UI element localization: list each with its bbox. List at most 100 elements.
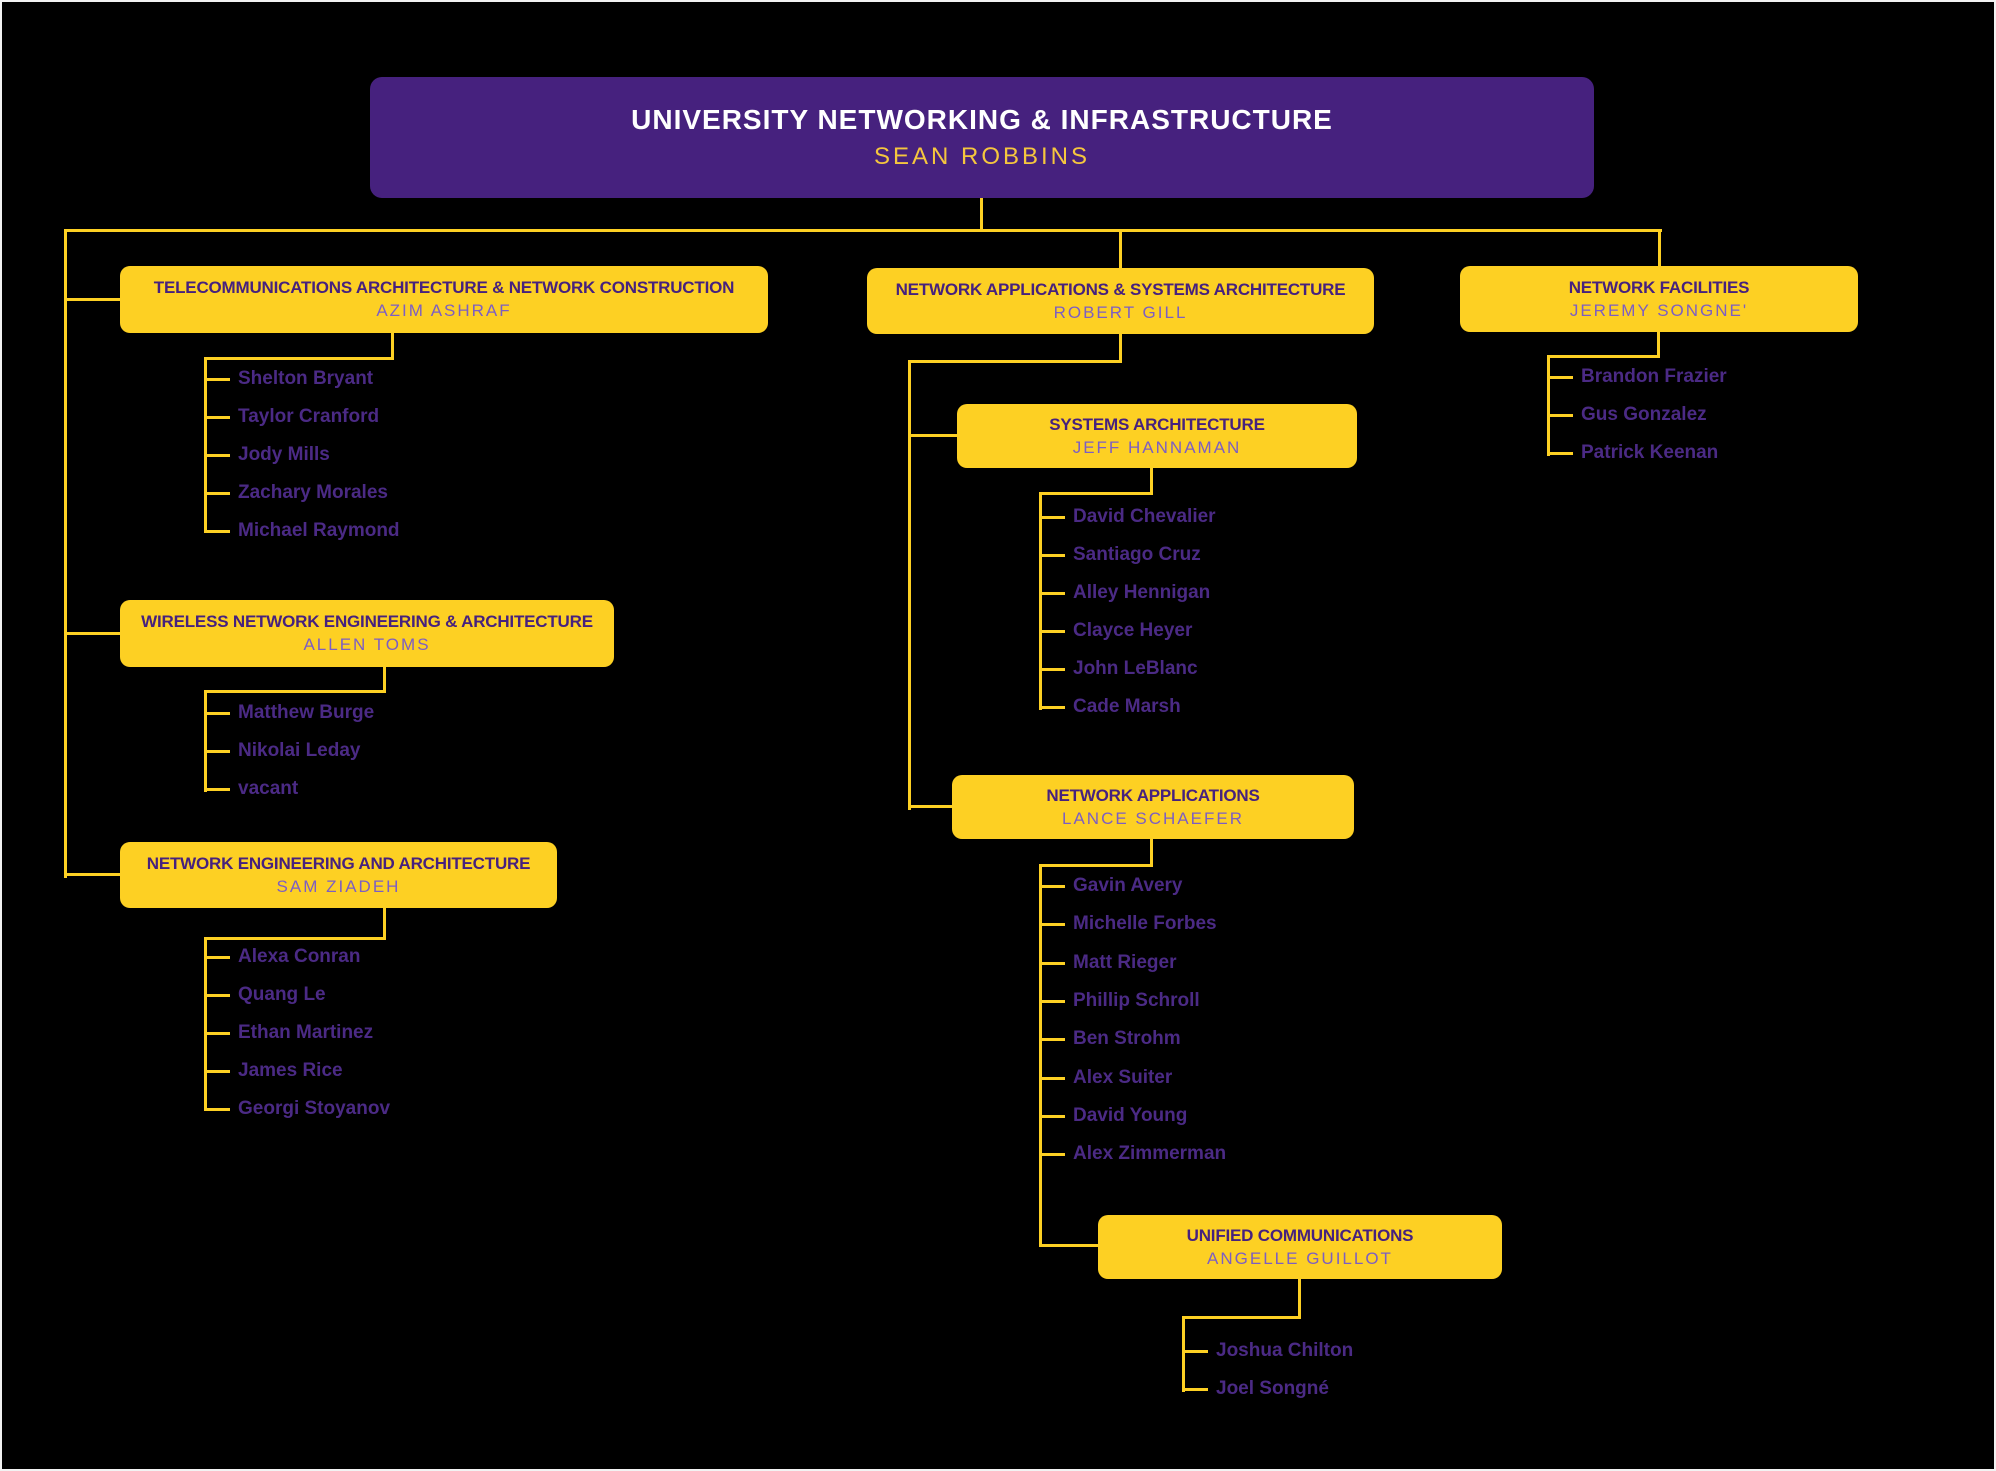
- member-name: Gus Gonzalez: [1581, 404, 1707, 425]
- connector-line: [383, 908, 386, 940]
- dept-box-telecom: TELECOMMUNICATIONS ARCHITECTURE & NETWOR…: [120, 266, 768, 333]
- dept-box-facilities: NETWORK FACILITIES JEREMY SONGNE': [1460, 266, 1858, 332]
- connector-line: [204, 937, 207, 1111]
- member-name: Patrick Keenan: [1581, 442, 1719, 463]
- member-name: Michael Raymond: [238, 520, 400, 541]
- member-name: Michelle Forbes: [1073, 913, 1217, 934]
- member-row: Alex Zimmerman: [1039, 1135, 1226, 1173]
- connector-line: [1182, 1316, 1301, 1319]
- connector-stub: [204, 1069, 230, 1073]
- member-name: John LeBlanc: [1073, 658, 1198, 679]
- connector-line: [908, 434, 957, 437]
- dept-title: NETWORK FACILITIES: [1568, 277, 1750, 297]
- member-row: Ethan Martinez: [204, 1014, 373, 1052]
- dept-title: UNIFIED COMMUNICATIONS: [1186, 1225, 1414, 1245]
- connector-stub: [204, 711, 230, 715]
- connector-line: [980, 198, 983, 232]
- connector-stub: [1547, 375, 1573, 379]
- connector-stub: [1547, 413, 1573, 417]
- member-row: Joel Songné: [1182, 1370, 1329, 1408]
- connector-line: [64, 229, 67, 878]
- dept-title: NETWORK APPLICATIONS: [1046, 785, 1260, 805]
- connector-line: [383, 667, 386, 693]
- member-row: Clayce Heyer: [1039, 612, 1192, 650]
- connector-stub: [1039, 515, 1065, 519]
- member-name: Cade Marsh: [1073, 696, 1181, 717]
- connector-stub: [1039, 1152, 1065, 1156]
- connector-stub: [204, 749, 230, 753]
- connector-line: [1039, 864, 1042, 1247]
- connector-line: [1039, 492, 1042, 710]
- connector-line: [908, 360, 1122, 363]
- connector-stub: [1039, 667, 1065, 671]
- connector-line: [64, 298, 120, 301]
- member-row: Matthew Burge: [204, 694, 374, 732]
- member-name: Alley Hennigan: [1073, 582, 1211, 603]
- connector-stub: [204, 453, 230, 457]
- member-row: Brandon Frazier: [1547, 358, 1727, 396]
- member-name: Alexa Conran: [238, 946, 361, 967]
- member-row: Jody Mills: [204, 436, 330, 474]
- connector-line: [1039, 1244, 1098, 1247]
- dept-box-neteng: NETWORK ENGINEERING AND ARCHITECTURE SAM…: [120, 842, 557, 908]
- dept-title: SYSTEMS ARCHITECTURE: [1049, 414, 1265, 434]
- connector-line: [1150, 839, 1153, 867]
- member-name: Phillip Schroll: [1073, 990, 1200, 1011]
- member-row: Taylor Cranford: [204, 398, 379, 436]
- member-row: Joshua Chilton: [1182, 1332, 1353, 1370]
- dept-manager-name: ALLEN TOMS: [303, 635, 431, 654]
- connector-stub: [1039, 961, 1065, 965]
- connector-stub: [204, 1031, 230, 1035]
- connector-line: [64, 229, 1662, 232]
- member-row: Patrick Keenan: [1547, 434, 1718, 472]
- member-name: Matt Rieger: [1073, 952, 1177, 973]
- member-row: John LeBlanc: [1039, 650, 1198, 688]
- member-row: Quang Le: [204, 976, 326, 1014]
- dept-title: TELECOMMUNICATIONS ARCHITECTURE & NETWOR…: [153, 278, 735, 297]
- connector-line: [64, 632, 120, 635]
- connector-line: [1182, 1316, 1185, 1392]
- connector-line: [1039, 492, 1153, 495]
- connector-line: [1119, 229, 1122, 271]
- connector-line: [204, 937, 386, 940]
- connector-line: [64, 873, 120, 876]
- connector-stub: [204, 529, 230, 533]
- dept-manager-name: AZIM ASHRAF: [376, 301, 512, 320]
- connector-stub: [204, 1107, 230, 1111]
- member-name: Quang Le: [238, 984, 326, 1005]
- dept-manager-name: JEFF HANNAMAN: [1072, 437, 1242, 457]
- connector-line: [1547, 355, 1660, 358]
- member-row: Michelle Forbes: [1039, 905, 1217, 943]
- connector-line: [204, 357, 394, 360]
- dept-title: NETWORK ENGINEERING AND ARCHITECTURE: [146, 853, 531, 873]
- member-row: Nikolai Leday: [204, 732, 361, 770]
- member-name: vacant: [238, 778, 299, 799]
- member-row: Michael Raymond: [204, 512, 400, 550]
- connector-line: [1657, 332, 1660, 358]
- connector-stub: [1039, 591, 1065, 595]
- member-name: Ethan Martinez: [238, 1022, 374, 1043]
- root-title: UNIVERSITY NETWORKING & INFRASTRUCTURE: [631, 104, 1333, 135]
- connector-stub: [204, 787, 230, 791]
- connector-stub: [1182, 1387, 1208, 1391]
- member-row: Georgi Stoyanov: [204, 1090, 390, 1128]
- member-row: Ben Strohm: [1039, 1020, 1181, 1058]
- connector-line: [1039, 864, 1153, 867]
- connector-line: [1119, 334, 1122, 363]
- connector-stub: [204, 491, 230, 495]
- member-row: David Young: [1039, 1097, 1187, 1135]
- member-name: Brandon Frazier: [1581, 366, 1727, 387]
- dept-box-unified: UNIFIED COMMUNICATIONS ANGELLE GUILLOT: [1098, 1215, 1502, 1279]
- connector-stub: [1547, 451, 1573, 455]
- connector-stub: [1039, 553, 1065, 557]
- member-name: Santiago Cruz: [1073, 544, 1201, 565]
- member-row: Gus Gonzalez: [1547, 396, 1707, 434]
- connector-line: [1150, 468, 1153, 495]
- dept-title: NETWORK APPLICATIONS & SYSTEMS ARCHITECT…: [895, 279, 1346, 299]
- connector-stub: [1039, 884, 1065, 888]
- connector-line: [1658, 229, 1661, 269]
- member-row: Shelton Bryant: [204, 360, 373, 398]
- connector-line: [1547, 355, 1550, 456]
- member-name: Joshua Chilton: [1216, 1340, 1354, 1361]
- connector-stub: [1182, 1349, 1208, 1353]
